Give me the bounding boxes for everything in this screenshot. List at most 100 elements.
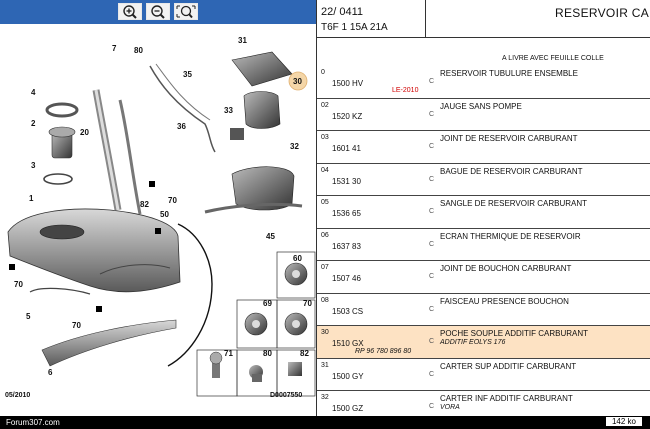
part-reference: 1520 KZ: [332, 111, 363, 121]
callout-label: 36: [177, 122, 186, 131]
status-site: Forum307.com: [6, 418, 60, 427]
callout-label: 45: [266, 232, 275, 241]
zoom-out-icon: [151, 5, 165, 19]
callout-label: 33: [224, 106, 233, 115]
part-mark: C: [429, 78, 435, 85]
part-mark: C: [429, 370, 435, 378]
part-description: POCHE SOUPLE ADDITIF CARBURANT: [440, 329, 589, 338]
header-model: T6F 1 15A 21A: [321, 22, 388, 33]
page-title: RESERVOIR CAI: [555, 6, 650, 20]
callout-label: 70: [14, 280, 23, 289]
part-description: CARTER SUP ADDITIF CARBURANT: [440, 361, 577, 371]
part-tag: LE-2010: [392, 87, 419, 94]
part-description: JAUGE SANS POMPE: [440, 101, 522, 111]
header-divider: [425, 0, 426, 37]
part-mark: C: [429, 175, 435, 183]
callout-label: 2: [31, 119, 36, 128]
zoom-in-icon: [123, 5, 137, 19]
diagram-reference: D0007550: [270, 392, 303, 399]
part-number: 32: [321, 394, 329, 401]
callout-label: 35: [183, 70, 192, 79]
zoom-out-button[interactable]: [146, 3, 170, 20]
status-size: 142 ko: [605, 417, 642, 426]
zoom-fit-icon: [176, 5, 196, 19]
callout-label: 7: [112, 44, 117, 53]
callout-label: 70: [303, 299, 312, 308]
part-number: 0: [321, 69, 325, 76]
part-description: JOINT DE BOUCHON CARBURANT: [440, 264, 572, 273]
callout-label: 80: [263, 349, 272, 358]
callout-label: 5: [26, 312, 31, 321]
status-bar: Forum307.com 142 ko: [0, 416, 650, 429]
part-mark: C: [429, 240, 435, 248]
part-description: JOINT DE RESERVOIR CARBURANT: [440, 134, 578, 143]
fuel-tank-shape: [7, 208, 181, 293]
part-description: ECRAN THERMIQUE DE RESERVOIR: [440, 231, 581, 241]
callout-label: 50: [160, 210, 169, 219]
part-mark: C: [429, 208, 435, 215]
part-description: FAISCEAU PRESENCE BOUCHON: [440, 296, 569, 306]
part-number: 08: [321, 296, 329, 304]
callout-label: 71: [224, 349, 233, 358]
callout-label: 70: [168, 196, 177, 205]
header-date: 22/ 0411: [321, 6, 364, 18]
part-number: 04: [321, 166, 329, 174]
part-note: A LIVRE AVEC FEUILLE COLLE: [502, 55, 604, 62]
part-reference: 1531 30: [332, 176, 361, 186]
zoom-in-button[interactable]: [118, 3, 142, 20]
parts-diagram[interactable]: 7 80 35 31 30 4 33 36 2 20 3 32 1 82 70 …: [0, 24, 316, 416]
part-number: 30: [321, 329, 329, 336]
callout-label: 60: [293, 254, 302, 263]
callout-label: 30: [293, 77, 302, 86]
part-mark: C: [429, 305, 435, 313]
part-number: 02: [321, 101, 329, 109]
part-number: 07: [321, 264, 329, 271]
callout-label: 80: [134, 46, 143, 55]
parts-list-pane: 22/ 0411 T6F 1 15A 21A RESERVOIR CAI A L…: [316, 0, 650, 424]
callout-label: 1: [29, 194, 34, 203]
callout-label: 69: [263, 299, 272, 308]
callout-label: 20: [80, 128, 89, 137]
table-row[interactable]: 0 1500 HV RESERVOIR TUBULURE ENSEMBLE C LE-2…: [317, 66, 650, 99]
part-subdescription: VORA: [440, 404, 460, 411]
callout-label: 4: [31, 88, 36, 97]
part-number: 06: [321, 231, 329, 239]
part-reference: 1637 83: [332, 241, 361, 251]
part-reference: 1500 HV: [332, 79, 364, 88]
diagram-date: 05/2010: [5, 392, 31, 399]
diagram-drawing: [7, 51, 316, 397]
part-mark: C: [429, 403, 435, 410]
part-reference: 1601 41: [332, 144, 361, 153]
part-reference: 1503 CS: [332, 306, 364, 316]
part-reference: 1536 65: [332, 209, 361, 218]
callout-label: 3: [31, 161, 36, 170]
part-number: 05: [321, 199, 329, 206]
callout-label: 82: [140, 200, 149, 209]
part-mark: C: [429, 143, 435, 150]
part-description: SANGLE DE RESERVOIR CARBURANT: [440, 199, 587, 208]
part-reference: 1500 GY: [332, 371, 364, 381]
diagram-toolbar: [0, 0, 316, 24]
part-mark: C: [429, 110, 435, 118]
part-subdescription: ADDITIF EOLYS 176: [440, 339, 506, 346]
zoom-fit-button[interactable]: [174, 3, 198, 20]
part-description: CARTER INF ADDITIF CARBURANT: [440, 394, 573, 403]
part-reference: 1510 GX: [332, 339, 364, 348]
part-reference: 1500 GZ: [332, 404, 364, 413]
callout-label: 31: [238, 36, 247, 45]
part-description: BAGUE DE RESERVOIR CARBURANT: [440, 166, 583, 176]
part-reference-secondary: RP 96 780 896 80: [355, 348, 412, 355]
part-mark: C: [429, 273, 435, 280]
part-number: 03: [321, 134, 329, 141]
part-description: RESERVOIR TUBULURE ENSEMBLE: [440, 69, 578, 78]
callout-label: 32: [290, 142, 299, 151]
